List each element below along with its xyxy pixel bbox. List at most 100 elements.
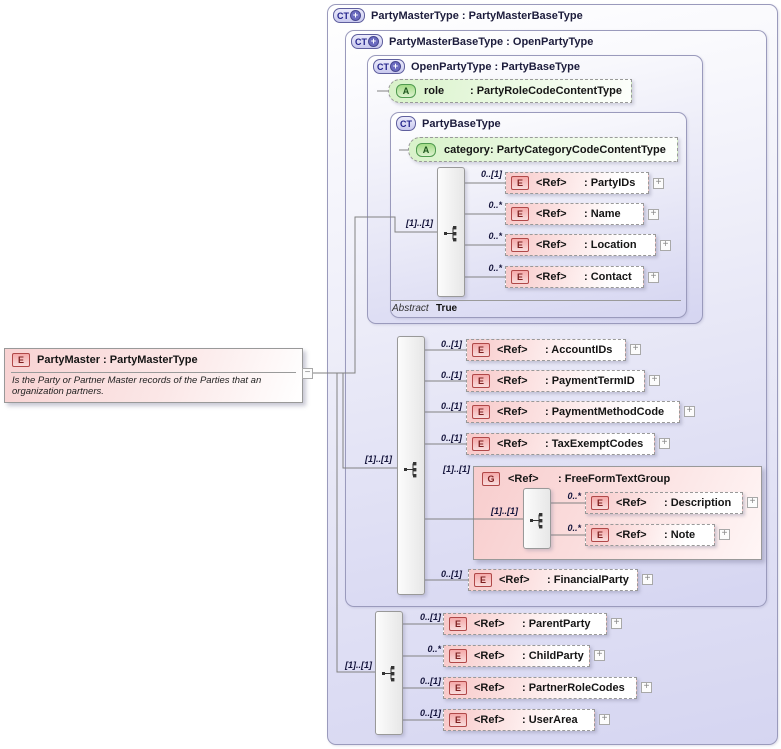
type-title: PartyBaseType <box>422 117 501 130</box>
element-badge: E <box>511 176 529 190</box>
cardinality-label: 0..[1] <box>480 169 502 179</box>
container-title-party-base-type: CT PartyBaseType <box>396 116 501 131</box>
complex-type-badge: CT <box>351 34 383 49</box>
expand-icon[interactable] <box>719 529 730 540</box>
expand-icon[interactable] <box>641 682 652 693</box>
element-ref: <Ref> <box>497 406 528 418</box>
element-name: : FinancialParty <box>547 574 629 586</box>
element-name: : PartnerRoleCodes <box>522 682 625 694</box>
cardinality-label: 0..[1] <box>440 569 462 579</box>
element-accountids[interactable]: E <Ref> : AccountIDs <box>466 339 626 361</box>
element-name: : PaymentMethodCode <box>545 406 665 418</box>
expand-plus-icon[interactable] <box>390 61 401 72</box>
expand-plus-icon[interactable] <box>368 36 379 47</box>
container-title-party-master-type: CT PartyMasterType : PartyMasterBaseType <box>333 8 583 23</box>
title-divider <box>11 372 296 373</box>
attribute-badge: A <box>396 84 416 98</box>
element-name: : ParentParty <box>522 618 591 630</box>
element-ref: <Ref> <box>474 682 505 694</box>
element-location[interactable]: E <Ref> : Location <box>505 234 656 256</box>
container-title-open-party-type: CT OpenPartyType : PartyBaseType <box>373 59 580 74</box>
expand-icon[interactable] <box>684 406 695 417</box>
element-paymenttermid[interactable]: E <Ref> : PaymentTermID <box>466 370 645 392</box>
sequence-party-master <box>375 611 403 735</box>
element-name: : UserArea <box>522 714 578 726</box>
type-title: PartyMasterBaseType : OpenPartyType <box>389 35 594 48</box>
element-name[interactable]: E <Ref> : Name <box>505 203 644 225</box>
sequence-freeformtextgroup <box>523 488 551 549</box>
element-badge: E <box>472 374 490 388</box>
element-ref: <Ref> <box>497 375 528 387</box>
element-note[interactable]: E <Ref> : Note <box>585 524 715 546</box>
cardinality-label: [1]..[1] <box>345 660 372 670</box>
attribute-role[interactable]: A role : PartyRoleCodeContentType <box>388 79 632 103</box>
element-ref: <Ref> <box>616 497 647 509</box>
complex-type-badge: CT <box>396 116 416 131</box>
element-title: E PartyMaster : PartyMasterType <box>12 353 198 367</box>
element-description[interactable]: E <Ref> : Description <box>585 492 743 514</box>
complex-type-badge: CT <box>373 59 405 74</box>
element-taxexemptcodes[interactable]: E <Ref> : TaxExemptCodes <box>466 433 655 455</box>
element-financialparty[interactable]: E <Ref> : FinancialParty <box>468 569 638 591</box>
sequence-icon <box>404 461 419 483</box>
element-badge: E <box>449 649 467 663</box>
element-partymaster[interactable]: E PartyMaster : PartyMasterType Is the P… <box>4 348 303 403</box>
sequence-icon <box>444 225 459 247</box>
sequence-icon <box>530 512 545 534</box>
cardinality-label: 0..* <box>488 231 502 241</box>
sequence-icon <box>382 665 397 687</box>
expand-icon[interactable] <box>630 344 641 355</box>
element-userarea[interactable]: E <Ref> : UserArea <box>443 709 595 731</box>
cardinality-label: [1]..[1] <box>443 464 470 474</box>
element-childparty[interactable]: E <Ref> : ChildParty <box>443 645 590 667</box>
element-name: : Name <box>584 208 621 220</box>
element-badge: E <box>472 437 490 451</box>
element-badge: E <box>449 617 467 631</box>
element-ref: <Ref> <box>497 438 528 450</box>
expand-icon[interactable] <box>747 497 758 508</box>
type-title: PartyMasterType : PartyMasterBaseType <box>371 9 583 22</box>
element-ref: <Ref> <box>616 529 647 541</box>
attribute-category[interactable]: A category : PartyCategoryCodeContentTyp… <box>408 137 678 162</box>
abstract-value: True <box>436 303 458 314</box>
element-documentation: Is the Party or Partner Master records o… <box>12 375 262 398</box>
expand-icon[interactable] <box>653 178 664 189</box>
element-name: : TaxExemptCodes <box>545 438 644 450</box>
cardinality-label: 0..* <box>427 644 441 654</box>
collapse-icon[interactable] <box>302 368 313 379</box>
element-name: : PaymentTermID <box>545 375 635 387</box>
group-badge: G <box>482 472 500 486</box>
element-paymentmethodcode[interactable]: E <Ref> : PaymentMethodCode <box>466 401 680 423</box>
expand-icon[interactable] <box>594 650 605 661</box>
element-name: : Description <box>664 497 732 509</box>
element-badge: E <box>449 681 467 695</box>
element-partnerrolecodes[interactable]: E <Ref> : PartnerRoleCodes <box>443 677 637 699</box>
element-name: : AccountIDs <box>545 344 613 356</box>
cardinality-label: 0..[1] <box>440 370 462 380</box>
expand-icon[interactable] <box>599 714 610 725</box>
expand-icon[interactable] <box>648 272 659 283</box>
cardinality-label: [1]..[1] <box>491 506 518 516</box>
element-badge: E <box>591 528 609 542</box>
element-ref: <Ref> <box>536 271 567 283</box>
footer-divider <box>391 300 681 301</box>
expand-icon[interactable] <box>649 375 660 386</box>
element-ref: <Ref> <box>536 177 567 189</box>
element-badge: E <box>511 207 529 221</box>
expand-icon[interactable] <box>659 438 670 449</box>
element-parentparty[interactable]: E <Ref> : ParentParty <box>443 613 607 635</box>
element-badge: E <box>591 496 609 510</box>
expand-icon[interactable] <box>611 618 622 629</box>
element-ref: <Ref> <box>536 239 567 251</box>
sequence-party-master-base <box>397 336 425 595</box>
element-badge: E <box>511 270 529 284</box>
cardinality-label: 0..[1] <box>419 612 441 622</box>
element-partyids[interactable]: E <Ref> : PartyIDs <box>505 172 649 194</box>
element-contact[interactable]: E <Ref> : Contact <box>505 266 644 288</box>
expand-icon[interactable] <box>648 209 659 220</box>
expand-icon[interactable] <box>660 240 671 251</box>
element-name: : Location <box>584 239 637 251</box>
expand-plus-icon[interactable] <box>350 10 361 21</box>
expand-icon[interactable] <box>642 574 653 585</box>
